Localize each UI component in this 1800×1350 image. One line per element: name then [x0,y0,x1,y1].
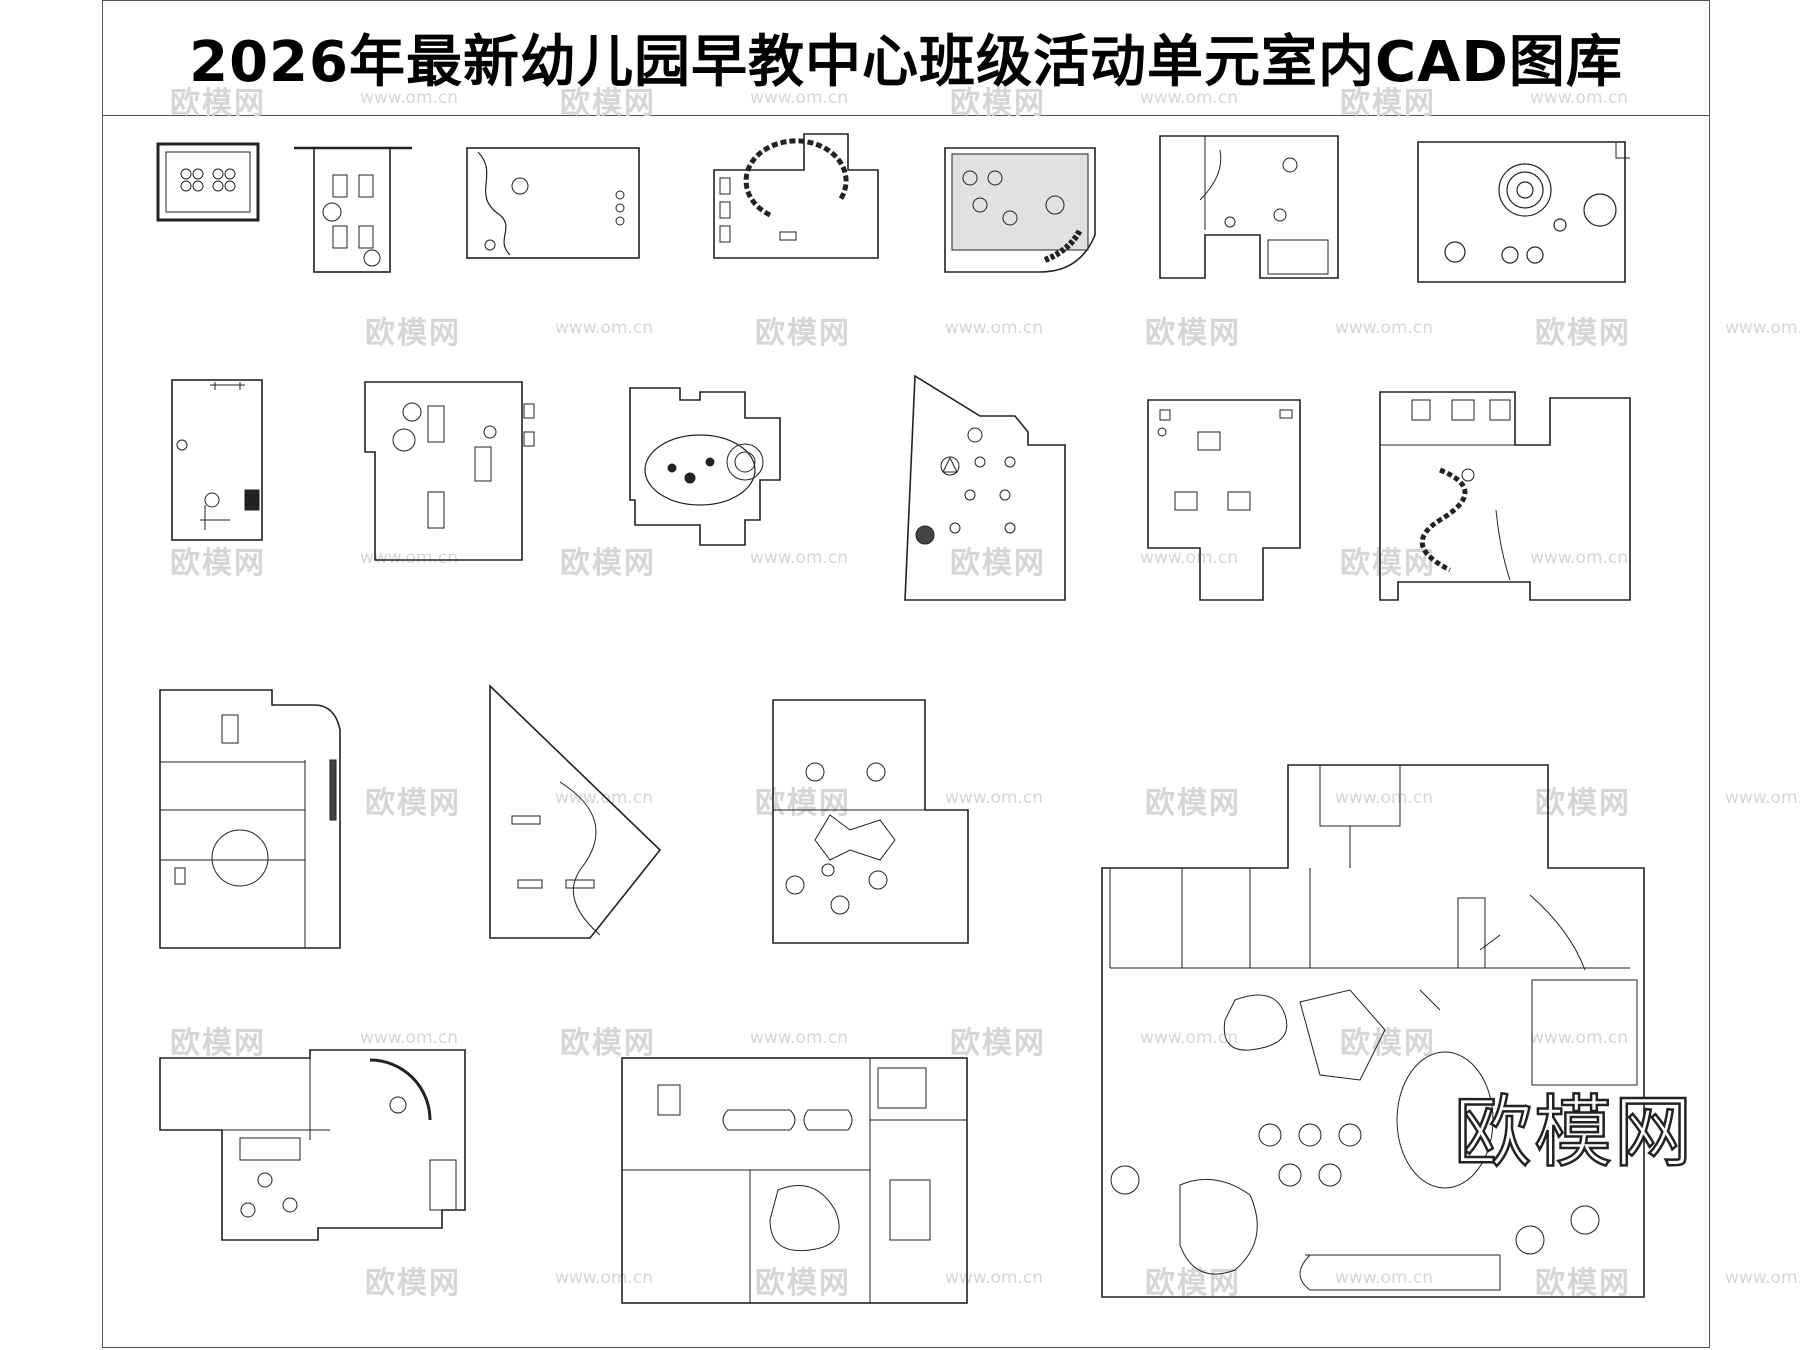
watermark-url: www.om.cn [1725,318,1800,338]
watermark-text: 欧模网 [1145,1266,1241,1301]
watermark-text: 欧模网 [1535,786,1631,821]
floor-plan-2 [294,146,412,273]
watermark-text: 欧模网 [950,1026,1046,1061]
watermark-text: 欧模网 [1340,546,1436,581]
watermark-url: www.om.cn [750,88,849,108]
watermark-url: www.om.cn [360,88,459,108]
watermark-text: 欧模网 [170,1026,266,1061]
floor-plan-3 [466,147,640,259]
watermark-url: www.om.cn [750,548,849,568]
floor-plan-18 [621,1057,968,1304]
floor-plan-8 [171,379,263,541]
watermark-text: 欧模网 [170,86,266,121]
floor-plan-20-accent [1419,894,1586,1011]
watermark-text: 欧模网 [1340,1026,1436,1061]
floor-plan-6 [1159,135,1339,279]
watermark-text: 欧模网 [1535,1266,1631,1301]
floor-plan-14 [159,689,341,949]
page-title: 2026年最新幼儿园早教中心班级活动单元室内CAD图库 [189,30,1623,95]
watermark-text: 欧模网 [755,786,851,821]
watermark-url: www.om.cn [1140,548,1239,568]
watermark-text: 欧模网 [560,1026,656,1061]
watermark-url: www.om.cn [555,318,654,338]
floor-plan-10 [629,387,781,546]
watermark-url: www.om.cn [360,548,459,568]
watermark-url: www.om.cn [945,318,1044,338]
watermark-url: www.om.cn [1335,318,1434,338]
watermark-url: www.om.cn [1530,1028,1629,1048]
watermark-url: www.om.cn [555,1268,654,1288]
drawing-frame [102,0,1710,1348]
floor-plan-19 [1101,764,1645,1298]
watermark-url: www.om.cn [1530,548,1629,568]
watermark-url: www.om.cn [945,1268,1044,1288]
watermark-text: 欧模网 [950,86,1046,121]
watermark-url: www.om.cn [1530,88,1629,108]
watermark-url: www.om.cn [555,788,654,808]
watermark-url: www.om.cn [1725,788,1800,808]
watermark-url: www.om.cn [750,1028,849,1048]
floor-plan-4 [713,133,879,259]
watermark-url: www.om.cn [1140,1028,1239,1048]
watermark-text: 欧模网 [755,316,851,351]
watermark-text: 欧模网 [950,546,1046,581]
watermark-text: 欧模网 [365,1266,461,1301]
floor-plan-12 [1147,399,1301,601]
watermark-url: www.om.cn [945,788,1044,808]
brand-watermark: 欧模网 [1453,1087,1694,1180]
watermark-text: 欧模网 [560,86,656,121]
watermark-url: www.om.cn [1725,1268,1800,1288]
floor-plan-13 [1379,391,1631,601]
floor-plan-9 [364,381,535,561]
floor-plan-16 [772,699,969,944]
floor-plan-17 [159,1049,466,1241]
watermark-text: 欧模网 [560,546,656,581]
watermark-text: 欧模网 [755,1266,851,1301]
floor-plan-1 [156,142,260,222]
floor-plan-5 [944,147,1096,273]
watermark-text: 欧模网 [1535,316,1631,351]
floor-plan-15 [489,684,662,939]
floor-plan-7 [1417,141,1630,283]
watermark-text: 欧模网 [365,316,461,351]
title-bar: 2026年最新幼儿园早教中心班级活动单元室内CAD图库 [102,0,1710,116]
watermark-text: 欧模网 [365,786,461,821]
watermark-url: www.om.cn [1335,1268,1434,1288]
watermark-url: www.om.cn [1335,788,1434,808]
watermark-text: 欧模网 [170,546,266,581]
watermark-url: www.om.cn [360,1028,459,1048]
watermark-url: www.om.cn [1140,88,1239,108]
watermark-text: 欧模网 [1145,786,1241,821]
watermark-text: 欧模网 [1340,86,1436,121]
watermark-text: 欧模网 [1145,316,1241,351]
floor-plan-11 [904,374,1066,601]
